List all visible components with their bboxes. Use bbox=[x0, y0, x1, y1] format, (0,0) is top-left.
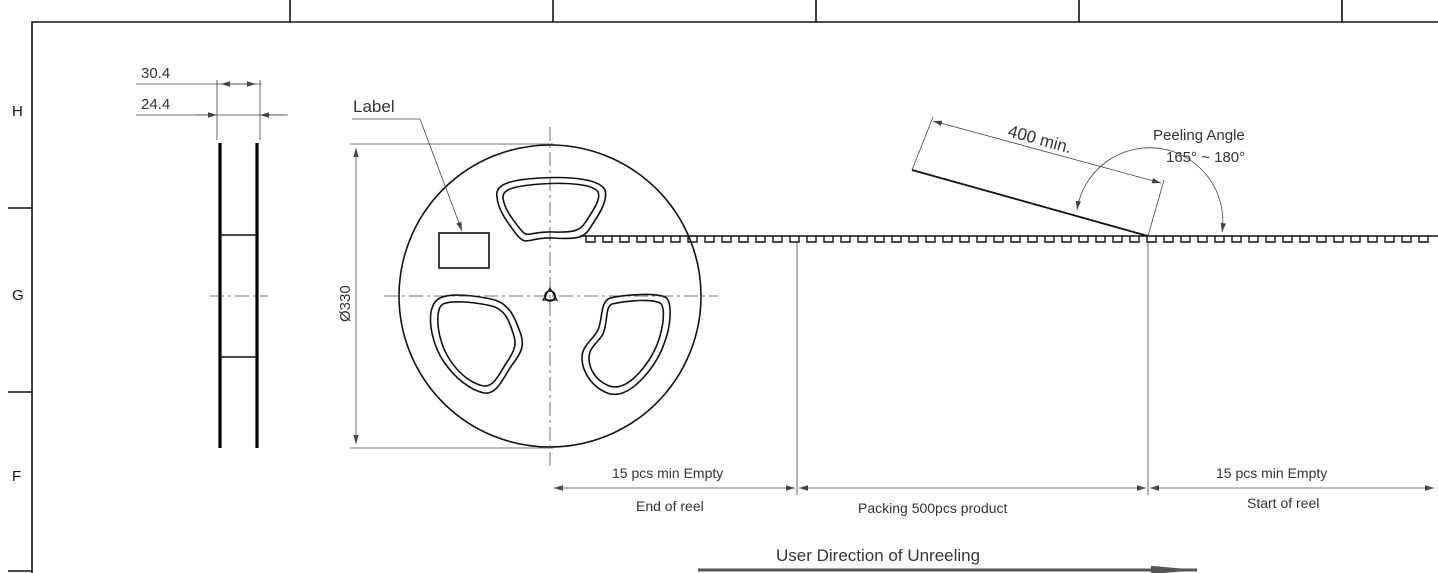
tape-pocket bbox=[1112, 236, 1123, 243]
tape-pocket bbox=[993, 236, 1004, 243]
tape-pocket bbox=[1129, 236, 1140, 243]
tape-pocket bbox=[1333, 236, 1344, 243]
tape-pocket bbox=[1401, 236, 1412, 243]
reel-front-view: Label Ø330 bbox=[337, 97, 718, 468]
tape-pocket bbox=[1265, 236, 1276, 243]
tape-pocket bbox=[636, 236, 647, 243]
tape-pocket bbox=[585, 236, 596, 243]
zone-letter-h: H bbox=[12, 103, 23, 120]
reel-window-right bbox=[581, 293, 671, 396]
unreeling-direction: User Direction of Unreeling bbox=[698, 546, 1197, 573]
tape-pocket bbox=[670, 236, 681, 243]
tape-pocket bbox=[1248, 236, 1259, 243]
tape-pocket bbox=[1095, 236, 1106, 243]
reel-window-left bbox=[429, 294, 524, 394]
peel-length-label: 400 min. bbox=[1006, 122, 1074, 158]
tape-pocket bbox=[891, 236, 902, 243]
tape-pocket bbox=[1214, 236, 1225, 243]
dim-diameter: Ø330 bbox=[337, 285, 354, 322]
tape-pocket bbox=[925, 236, 936, 243]
tape-pockets bbox=[585, 236, 1429, 243]
peeling-detail: 400 min. Peeling Angle 165° ~ 180° bbox=[911, 116, 1245, 237]
tape-pocket bbox=[602, 236, 613, 243]
tape-pocket bbox=[1010, 236, 1021, 243]
tape-pocket bbox=[1316, 236, 1327, 243]
start-of-reel-label: Start of reel bbox=[1247, 495, 1319, 511]
tape-pocket bbox=[908, 236, 919, 243]
carrier-tape bbox=[580, 235, 1438, 243]
tape-sections: 15 pcs min Empty End of reel Packing 500… bbox=[554, 242, 1434, 516]
dim-24-4: 24.4 bbox=[141, 96, 170, 113]
tape-pocket bbox=[806, 236, 817, 243]
end-empty-label: 15 pcs min Empty bbox=[612, 465, 723, 481]
zone-letter-f: F bbox=[12, 468, 21, 485]
tape-pocket bbox=[687, 236, 698, 243]
packing-label: Packing 500pcs product bbox=[858, 500, 1008, 516]
tape-pocket bbox=[1078, 236, 1089, 243]
tape-pocket bbox=[704, 236, 715, 243]
tape-pocket bbox=[959, 236, 970, 243]
tape-pocket bbox=[1350, 236, 1361, 243]
reel-side-view: 30.4 24.4 bbox=[136, 65, 288, 448]
end-of-reel-label: End of reel bbox=[636, 498, 704, 514]
tape-pocket bbox=[653, 236, 664, 243]
tape-pocket bbox=[1367, 236, 1378, 243]
peel-angle-range: 165° ~ 180° bbox=[1166, 149, 1245, 166]
tape-pocket bbox=[738, 236, 749, 243]
tape-pocket bbox=[1146, 236, 1157, 243]
tape-pocket bbox=[1044, 236, 1055, 243]
tape-pocket bbox=[857, 236, 868, 243]
zone-letter-g: G bbox=[12, 287, 24, 304]
tape-pocket bbox=[1197, 236, 1208, 243]
tape-pocket bbox=[874, 236, 885, 243]
tape-pocket bbox=[1299, 236, 1310, 243]
tape-pocket bbox=[721, 236, 732, 243]
dim-30-4: 30.4 bbox=[141, 65, 170, 82]
tape-pocket bbox=[1163, 236, 1174, 243]
tape-pocket bbox=[840, 236, 851, 243]
tape-pocket bbox=[772, 236, 783, 243]
tape-pocket bbox=[1180, 236, 1191, 243]
label-box bbox=[438, 232, 490, 269]
tape-pocket bbox=[1027, 236, 1038, 243]
label-callout: Label bbox=[353, 97, 395, 116]
tape-pocket bbox=[1061, 236, 1072, 243]
tape-pocket bbox=[1231, 236, 1242, 243]
tape-pocket bbox=[942, 236, 953, 243]
start-empty-label: 15 pcs min Empty bbox=[1216, 465, 1327, 481]
peel-angle-title: Peeling Angle bbox=[1153, 127, 1245, 144]
direction-label: User Direction of Unreeling bbox=[776, 546, 980, 565]
tape-pocket bbox=[823, 236, 834, 243]
tape-pocket bbox=[1384, 236, 1395, 243]
tape-pocket bbox=[976, 236, 987, 243]
tape-pocket bbox=[1418, 236, 1429, 243]
tape-pocket bbox=[755, 236, 766, 243]
tape-pocket bbox=[789, 236, 800, 243]
drawing-frame: H G F bbox=[8, 0, 1438, 573]
tape-pocket bbox=[1282, 236, 1293, 243]
tape-pocket bbox=[619, 236, 630, 243]
reel-window-top bbox=[496, 176, 607, 242]
